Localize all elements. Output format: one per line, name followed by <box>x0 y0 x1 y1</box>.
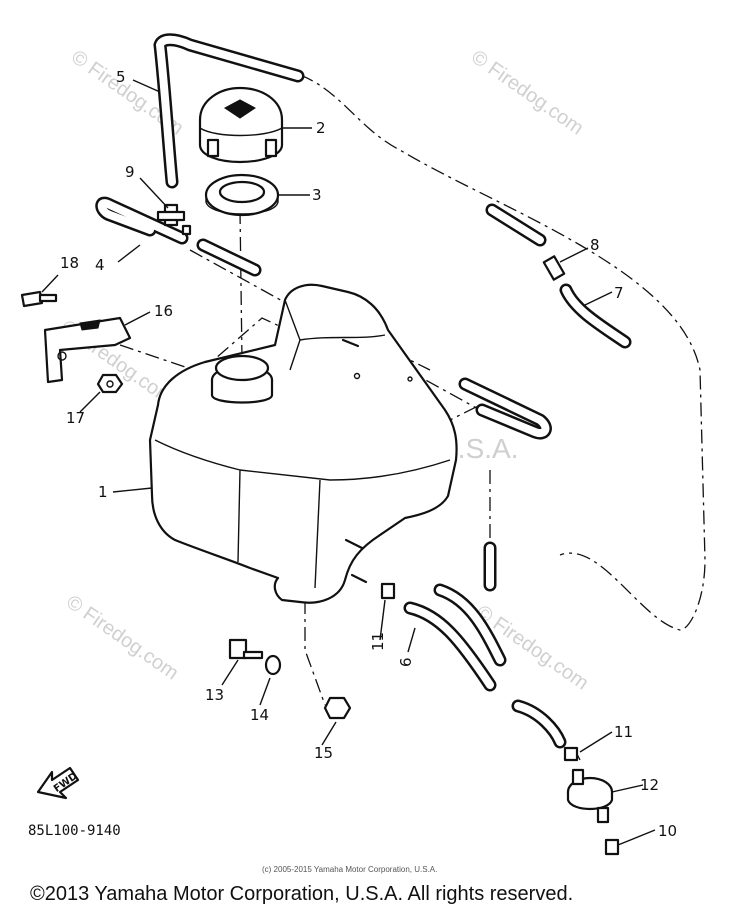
callout-11: 11 <box>614 723 633 741</box>
part-code: 85L100-9140 <box>28 823 121 839</box>
callout-5: 5 <box>116 68 126 86</box>
callout-12: 12 <box>640 776 659 794</box>
callout-leaders <box>41 79 656 846</box>
fuel-filter-12 <box>566 768 614 824</box>
callout-14: 14 <box>250 706 269 724</box>
callout-8: 8 <box>590 236 600 254</box>
callout-6: 6 <box>397 657 415 667</box>
t-fitting-9 <box>156 203 192 236</box>
bolt-18 <box>20 290 58 308</box>
watermark-firedog: © Firedog.com <box>467 46 587 139</box>
lower-hose-6 <box>403 583 567 749</box>
breather-hose-4 <box>95 196 262 277</box>
cap-gasket <box>204 173 280 217</box>
watermark-firedog: © Firedog.com <box>62 591 182 684</box>
bracket-16 <box>43 316 132 384</box>
washer-14 <box>264 654 282 676</box>
callout-4: 4 <box>95 256 105 274</box>
callout-13: 13 <box>205 686 224 704</box>
callout-15: 15 <box>314 744 333 762</box>
callout-7: 7 <box>614 284 624 302</box>
callout-3: 3 <box>312 186 322 204</box>
clip-11 <box>380 582 579 762</box>
fwd-arrow-icon: FWD <box>36 766 80 800</box>
callout-10: 10 <box>658 822 677 840</box>
fuel-cap <box>198 86 284 164</box>
fuel-tank <box>148 283 458 604</box>
callout-17: 17 <box>66 409 85 427</box>
bolt-13 <box>228 638 264 660</box>
clip-10 <box>604 838 620 856</box>
callout-2: 2 <box>316 119 326 137</box>
overflow-hose <box>458 377 552 592</box>
footer-copyright: ©2013 Yamaha Motor Corporation, U.S.A. A… <box>30 883 573 905</box>
callout-16: 16 <box>154 302 173 320</box>
nut-15 <box>323 696 352 720</box>
fitting-8 <box>542 255 566 281</box>
callout-1: 1 <box>98 483 108 501</box>
callout-numbers: 1 2 3 4 5 6 7 8 9 10 11 11 12 13 14 15 1… <box>60 68 677 840</box>
callout-9: 9 <box>125 163 135 181</box>
vent-hose-5 <box>153 33 305 189</box>
right-hose-7 <box>485 203 632 349</box>
callout-11: 11 <box>369 632 387 651</box>
callout-18: 18 <box>60 254 79 272</box>
nut-17 <box>96 373 124 394</box>
small-copyright: (c) 2005-2015 Yamaha Motor Corporation, … <box>262 865 437 874</box>
